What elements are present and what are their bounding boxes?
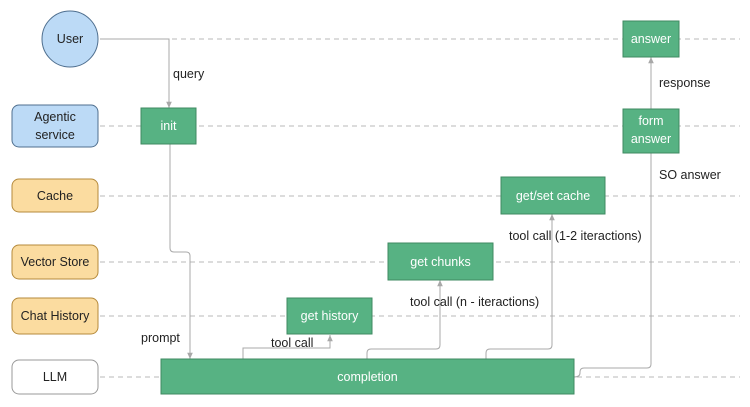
vector-store-label: Vector Store xyxy=(21,255,90,269)
so-answer-connector xyxy=(573,144,654,378)
response-edge-label: response xyxy=(659,76,710,90)
prompt-edge-label: prompt xyxy=(141,331,180,345)
prompt-connector xyxy=(169,144,193,359)
completion-step xyxy=(160,358,575,395)
query-connector xyxy=(100,38,172,108)
get-history-step xyxy=(286,297,373,335)
agentic-service-label-line2: service xyxy=(35,128,75,142)
get-set-cache-step-label: get/set cache xyxy=(516,189,590,203)
user-node xyxy=(41,10,99,68)
llm-label: LLM xyxy=(43,370,67,384)
tool-call-n-edge-label: tool call (n - iteractions) xyxy=(410,295,539,309)
get-chunks-step xyxy=(387,242,494,281)
form-answer-step-label-line2: answer xyxy=(631,132,671,146)
get-chunks-step-label: get chunks xyxy=(410,255,470,269)
query-edge-label: query xyxy=(173,67,205,81)
chat-history-label: Chat History xyxy=(21,309,91,323)
tool-call-cache-connector xyxy=(485,214,555,359)
init-step xyxy=(140,107,197,145)
completion-step-label: completion xyxy=(337,370,397,384)
so-answer-edge-label: SO answer xyxy=(659,168,721,182)
tool-call-history-connector xyxy=(242,335,333,359)
agentic-service-node xyxy=(11,104,99,148)
get-history-step-label: get history xyxy=(301,309,359,323)
chat-history-node xyxy=(11,297,99,335)
tool-call-12-edge-label: tool call (1-2 iteractions) xyxy=(509,229,642,243)
form-answer-step-label-line1: form xyxy=(639,114,664,128)
agentic-service-label-line1: Agentic xyxy=(34,110,76,124)
tool-call-chunks-connector xyxy=(366,280,443,359)
user-label: User xyxy=(57,32,83,46)
tool-call-edge-label: tool call xyxy=(271,336,313,350)
init-step-label: init xyxy=(161,119,178,133)
cache-node xyxy=(11,178,99,213)
get-set-cache-step xyxy=(500,176,606,215)
vector-store-node xyxy=(11,244,99,280)
answer-step xyxy=(622,20,680,58)
cache-label: Cache xyxy=(37,189,73,203)
answer-step-label: answer xyxy=(631,32,671,46)
form-answer-step xyxy=(622,108,680,154)
llm-node xyxy=(11,359,99,395)
